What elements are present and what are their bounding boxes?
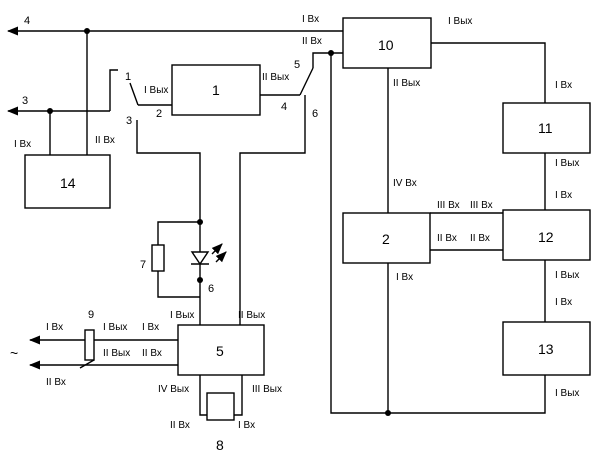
block-5: [177, 324, 265, 376]
label-12-out: I Вых: [555, 270, 579, 281]
label-9-in2: II Вх: [46, 377, 66, 388]
led-ray-2: [215, 251, 227, 263]
label-5-in2: II Вх: [142, 348, 162, 359]
label-10-in1: I Вх: [302, 14, 319, 25]
num-3b: 3: [126, 115, 132, 127]
line-10-to-11: [431, 42, 546, 103]
resistor-branch-top: [157, 221, 200, 245]
label-11-in: I Вх: [555, 80, 572, 91]
num-2: 2: [156, 108, 162, 120]
line-3-riser: [109, 69, 118, 111]
resistor-7: [151, 244, 165, 272]
resistor-branch-bottom: [157, 271, 200, 298]
num-6b: 6: [208, 283, 214, 295]
label-5-out3: III Вых: [252, 384, 282, 395]
label-9-out2: II Вых: [103, 348, 130, 359]
led-ray-1: [211, 243, 223, 255]
label-2-in1: I Вх: [396, 272, 413, 283]
label-2-in4: IV Вх: [393, 178, 417, 189]
connector-9: [84, 329, 95, 361]
label-14-in2: II Вх: [95, 135, 115, 146]
label-12-in2: II Вх: [470, 233, 490, 244]
block-8: [206, 392, 235, 421]
label-10-out2: II Вых: [393, 78, 420, 89]
block-1: [171, 64, 261, 116]
label-12-in3: III Вх: [470, 200, 493, 211]
num-1: 1: [125, 71, 131, 83]
num-3: 3: [22, 95, 28, 107]
num-4b: 4: [281, 101, 287, 113]
block-11-label: 11: [538, 120, 553, 136]
block-14-label: 14: [60, 175, 76, 191]
line-10-bus: [330, 53, 546, 414]
label-5-out2: II Вых: [238, 310, 265, 321]
block-8-label: 8: [216, 437, 224, 453]
block-14: [24, 154, 111, 209]
label-11-out: I Вых: [555, 158, 579, 169]
line-5-to-8-right: [234, 375, 243, 416]
label-8-in1: I Вх: [238, 420, 255, 431]
block-2: [342, 212, 431, 264]
block-1-label: 1: [212, 82, 220, 98]
label-10-out1: I Вых: [448, 16, 472, 27]
switch-5-line: [312, 52, 343, 68]
num-4: 4: [24, 15, 30, 27]
label-10-in2: II Вх: [302, 36, 322, 47]
connector-9-pin: [79, 359, 95, 369]
led-diode-icon: [190, 251, 210, 266]
switch-1-contact: [129, 82, 139, 106]
block-12: [502, 209, 591, 261]
block-11: [502, 102, 591, 154]
label-12-in: I Вх: [555, 190, 572, 201]
label-5-in1: I Вх: [142, 322, 159, 333]
block-2-label: 2: [382, 231, 390, 247]
label-5-out1: I Вых: [170, 310, 194, 321]
label-2-out2: II Вх: [437, 233, 457, 244]
block-10-label: 10: [378, 37, 394, 53]
block-5-label: 5: [216, 343, 224, 359]
label-14-in1: I Вх: [14, 139, 31, 150]
num-7: 7: [140, 259, 146, 271]
label-13-in: I Вх: [555, 297, 572, 308]
num-9: 9: [88, 309, 94, 321]
label-9-in1: I Вх: [46, 322, 63, 333]
block-10: [342, 17, 432, 69]
switch-5-contact: [299, 67, 314, 96]
block-13-label: 13: [538, 341, 554, 357]
label-13-out: I Вых: [555, 388, 579, 399]
line-5-to-8-left: [199, 375, 207, 416]
label-8-in2: II Вх: [170, 420, 190, 431]
block-13: [502, 321, 591, 376]
line-3b: [136, 120, 201, 222]
label-2-out3: III Вх: [437, 200, 460, 211]
label-5-out4: IV Вых: [158, 384, 189, 395]
num-6: 6: [312, 108, 318, 120]
label-1-out2: II Вых: [262, 72, 289, 83]
label-1-out1: I Вых: [144, 85, 168, 96]
num-5: 5: [294, 59, 300, 71]
line-6: [239, 95, 306, 325]
label-9-out1: I Вых: [103, 322, 127, 333]
block-12-label: 12: [538, 229, 554, 245]
mains-tilde-icon: ~: [10, 345, 18, 361]
